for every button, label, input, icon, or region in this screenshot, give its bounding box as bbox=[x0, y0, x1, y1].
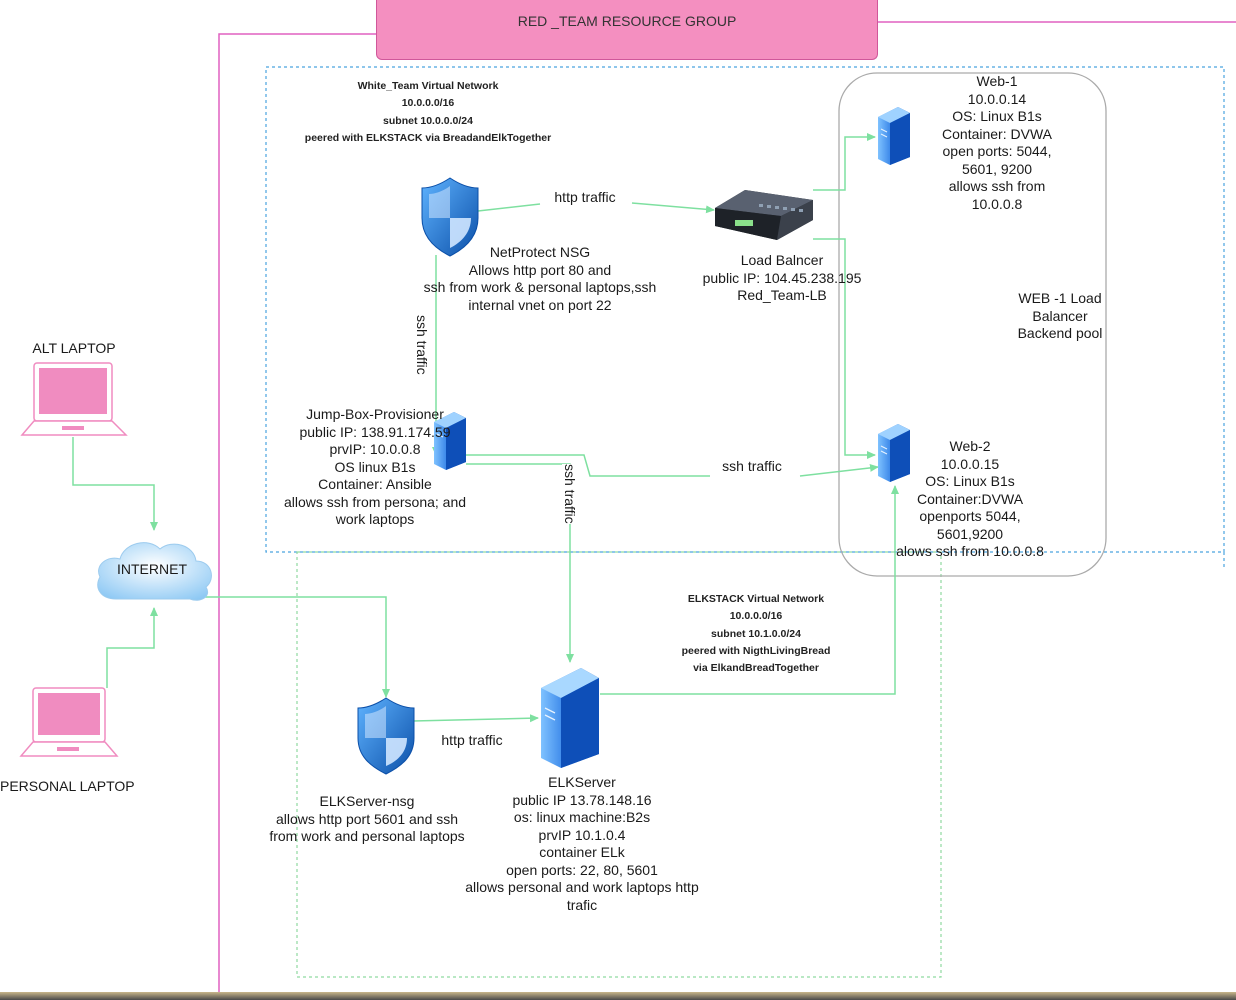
elk-nsg-label: ELKServer-nsg allows http port 5601 and … bbox=[269, 793, 465, 844]
edge-alt-laptop-to-internet bbox=[72, 437, 158, 531]
edge-lb-to-web2 bbox=[813, 238, 876, 459]
elk-nsg-shield-icon bbox=[357, 697, 415, 775]
resource-group-border bbox=[218, 21, 1236, 1000]
http-traffic-bottom-label: http traffic bbox=[441, 732, 503, 748]
edge-jumpbox-to-web2 bbox=[466, 454, 878, 477]
web1-server-icon bbox=[878, 107, 910, 165]
http-traffic-top-label: http traffic bbox=[545, 189, 625, 207]
ssh-traffic-vertical-label: ssh traffic bbox=[414, 315, 430, 375]
white-team-vnet-label: White_Team Virtual Network 10.0.0.0/16 s… bbox=[304, 80, 552, 144]
personal-laptop-icon bbox=[19, 687, 119, 757]
web2-label: Web-2 10.0.0.15 OS: Linux B1s Container:… bbox=[896, 438, 1044, 559]
ssh-traffic-down-label: ssh traffic bbox=[562, 464, 578, 524]
ssh-traffic-horizontal-label: ssh traffic bbox=[712, 458, 792, 476]
backend-pool-label: WEB -1 Load Balancer Backend pool bbox=[1017, 290, 1103, 341]
resource-group-header bbox=[376, 0, 878, 60]
alt-laptop-icon bbox=[20, 362, 128, 436]
internet-cloud-icon bbox=[97, 542, 212, 601]
window-bottom-edge bbox=[0, 992, 1236, 1000]
internet-label: INTERNET bbox=[117, 561, 187, 577]
edge-lb-to-web1 bbox=[813, 133, 876, 191]
jumpbox-server-icon bbox=[434, 412, 466, 470]
web2-server-icon bbox=[878, 424, 910, 482]
edge-nsg-to-lb bbox=[477, 203, 541, 212]
elk-server-icon bbox=[541, 668, 599, 768]
resource-group-title: RED _TEAM RESOURCE GROUP bbox=[517, 13, 737, 29]
edge-internet-to-elknsg bbox=[198, 596, 390, 698]
netprotect-nsg-label: NetProtect NSG Allows http port 80 and s… bbox=[423, 244, 657, 313]
personal-laptop-label: PERSONAL LAPTOP bbox=[0, 778, 135, 794]
elk-server-label: ELKServer public IP 13.78.148.16 os: lin… bbox=[465, 774, 699, 913]
edge-jumpbox-to-elk bbox=[466, 463, 574, 663]
elk-vnet-label: ELKSTACK Virtual Network 10.0.0.0/16 sub… bbox=[681, 593, 831, 675]
load-balancer-label: Load Balncer public IP: 104.45.238.195 R… bbox=[702, 252, 862, 303]
nsg-shield-icon bbox=[421, 177, 479, 257]
white-team-vnet-border bbox=[265, 66, 1225, 568]
jumpbox-label: Jump-Box-Provisioner public IP: 138.91.1… bbox=[283, 406, 467, 527]
edge-nsg-to-lb-2 bbox=[631, 202, 715, 214]
load-balancer-icon bbox=[715, 190, 813, 240]
web1-label: Web-1 10.0.0.14 OS: Linux B1s Container:… bbox=[942, 73, 1052, 212]
edge-elknsg-to-elk bbox=[412, 714, 539, 723]
backend-pool-border bbox=[838, 72, 1107, 577]
edge-elk-to-web2 bbox=[600, 485, 899, 695]
edge-personal-laptop-to-internet bbox=[106, 607, 158, 688]
alt-laptop-label: ALT LAPTOP bbox=[32, 340, 116, 356]
